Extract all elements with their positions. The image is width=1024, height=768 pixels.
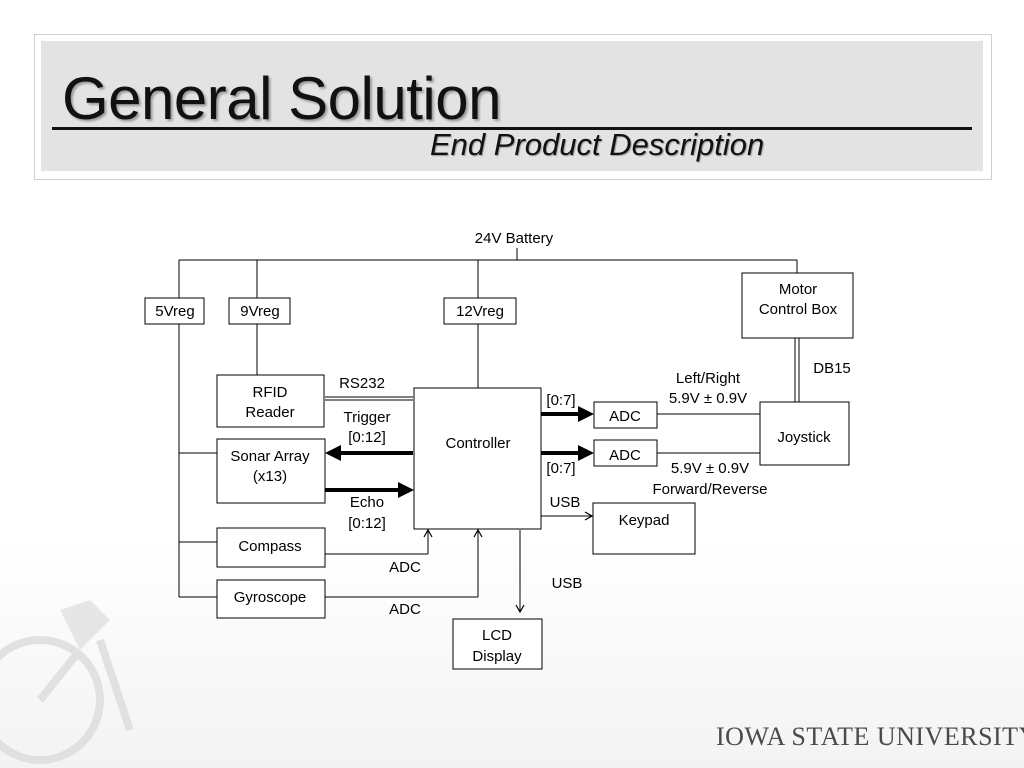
usb-keypad-label: USB xyxy=(550,494,581,511)
signal-wires xyxy=(325,413,760,614)
rs232-label: RS232 xyxy=(339,375,385,392)
9vreg-box xyxy=(228,297,291,325)
db15-label: DB15 xyxy=(813,360,851,377)
lcd-display-box xyxy=(452,618,543,670)
adc-gyro-label: ADC xyxy=(389,601,421,618)
adc-compass-label: ADC xyxy=(389,559,421,576)
battery-label: 24V Battery xyxy=(475,230,554,247)
echo-label-line2: [0:12] xyxy=(348,515,386,532)
trigger-label-line1: Trigger xyxy=(344,409,391,426)
sonar-label-line2: (x13) xyxy=(253,468,287,485)
bus-top-label: [0:7] xyxy=(546,392,575,409)
adc-top-box xyxy=(593,401,658,429)
trigger-label-line2: [0:12] xyxy=(348,429,386,446)
joystick-box xyxy=(759,401,850,466)
lcd-label-line1: LCD xyxy=(482,627,512,644)
left-right-label-line2: 5.9V ± 0.9V xyxy=(669,390,747,407)
motor-box-label-line2: Control Box xyxy=(759,301,838,318)
slide-title: General Solution xyxy=(62,65,501,132)
rfid-label-line1: RFID xyxy=(253,384,288,401)
fwd-rev-label-line1: 5.9V ± 0.9V xyxy=(671,460,749,477)
controller-label: Controller xyxy=(445,435,510,452)
db15-cable xyxy=(794,338,800,402)
component-boxes xyxy=(144,272,854,670)
wheelchair-silhouette-icon xyxy=(0,600,134,764)
sonar-array-box xyxy=(216,438,326,504)
controller-box xyxy=(413,387,542,530)
5vreg-box xyxy=(144,297,205,325)
compass-box xyxy=(216,527,326,568)
keypad-label: Keypad xyxy=(619,512,670,529)
motor-box-label-line1: Motor xyxy=(779,281,817,298)
adc-bottom-box xyxy=(593,439,658,467)
university-logo: IOWA STATE UNIVERSITY xyxy=(716,722,1024,751)
header-panel xyxy=(41,41,983,171)
12vreg-box xyxy=(443,297,517,325)
adc-bottom-label: ADC xyxy=(609,447,641,464)
diagram-labels: 24V Battery 5Vreg 9Vreg 12Vreg Motor Con… xyxy=(155,230,851,665)
power-wires xyxy=(178,248,798,598)
bus-bottom-label: [0:7] xyxy=(546,460,575,477)
usb-lcd-label: USB xyxy=(552,575,583,592)
rfid-label-line2: Reader xyxy=(245,404,294,421)
echo-label-line1: Echo xyxy=(350,494,384,511)
sonar-label-line1: Sonar Array xyxy=(230,448,310,465)
12vreg-label: 12Vreg xyxy=(456,303,504,320)
lcd-label-line2: Display xyxy=(472,648,522,665)
9vreg-label: 9Vreg xyxy=(240,303,279,320)
keypad-box xyxy=(592,502,696,555)
slide-subtitle: End Product Description xyxy=(430,127,765,162)
fwd-rev-label-line2: Forward/Reverse xyxy=(652,481,767,498)
5vreg-label: 5Vreg xyxy=(155,303,194,320)
rfid-reader-box xyxy=(216,374,325,428)
motor-control-box xyxy=(741,272,854,339)
compass-label: Compass xyxy=(238,538,301,555)
gyroscope-label: Gyroscope xyxy=(234,589,307,606)
sonar-bus-arrows xyxy=(325,406,594,498)
joystick-label: Joystick xyxy=(777,429,831,446)
title-underline xyxy=(52,127,972,130)
adc-top-label: ADC xyxy=(609,408,641,425)
rs232-link xyxy=(325,396,413,401)
left-right-label-line1: Left/Right xyxy=(676,370,741,387)
gyroscope-box xyxy=(216,579,326,619)
